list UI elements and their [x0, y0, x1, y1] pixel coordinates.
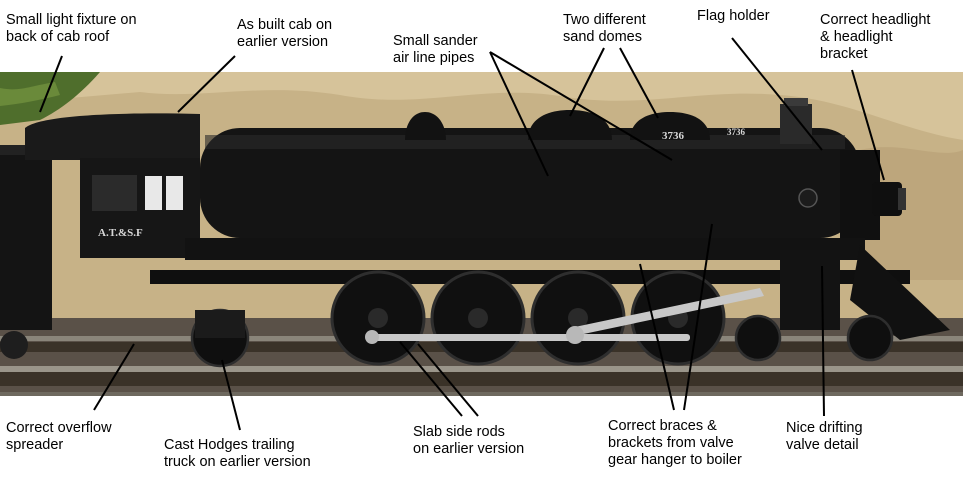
rock-right	[860, 147, 963, 280]
label-hodges-truck: Cast Hodges trailing truck on earlier ve…	[164, 437, 311, 470]
rail-edge	[0, 392, 963, 396]
running-board	[185, 238, 865, 260]
rail-far	[0, 366, 963, 372]
label-sander-pipes: Small sander air line pipes	[393, 33, 478, 66]
rock-highlight	[0, 72, 963, 140]
grass-highlight	[0, 82, 60, 106]
dome-number: 3736	[662, 130, 685, 142]
label-as-built-cab: As built cab on earlier version	[237, 17, 333, 50]
number-board: 3736	[727, 127, 746, 137]
cylinder	[780, 250, 840, 330]
label-drifting-valve: Nice drifting valve detail	[786, 420, 863, 453]
label-headlight: Correct headlight & headlight bracket	[820, 12, 931, 62]
frame	[150, 270, 910, 284]
headlight	[872, 182, 906, 216]
label-braces: Correct braces & brackets from valve gea…	[608, 418, 742, 468]
tender	[0, 145, 52, 359]
bottom-white	[0, 396, 963, 410]
label-light-fixture: Small light fixture on back of cab roof	[6, 12, 137, 45]
trailing-truck	[195, 310, 245, 338]
grass-hill	[0, 72, 100, 125]
label-sand-domes: Two different sand domes	[563, 12, 646, 45]
side-rods	[365, 288, 764, 344]
cab: A.T.&S.F	[25, 113, 200, 258]
sand-domes	[405, 98, 812, 144]
boiler	[200, 128, 880, 240]
label-side-rods: Slab side rods on earlier version	[413, 424, 525, 457]
pointer-lines	[39, 37, 885, 431]
label-overflow-spreader: Correct overflow spreader	[6, 420, 112, 453]
cab-lettering: A.T.&S.F	[98, 227, 143, 239]
label-flag-holder: Flag holder	[697, 8, 770, 24]
